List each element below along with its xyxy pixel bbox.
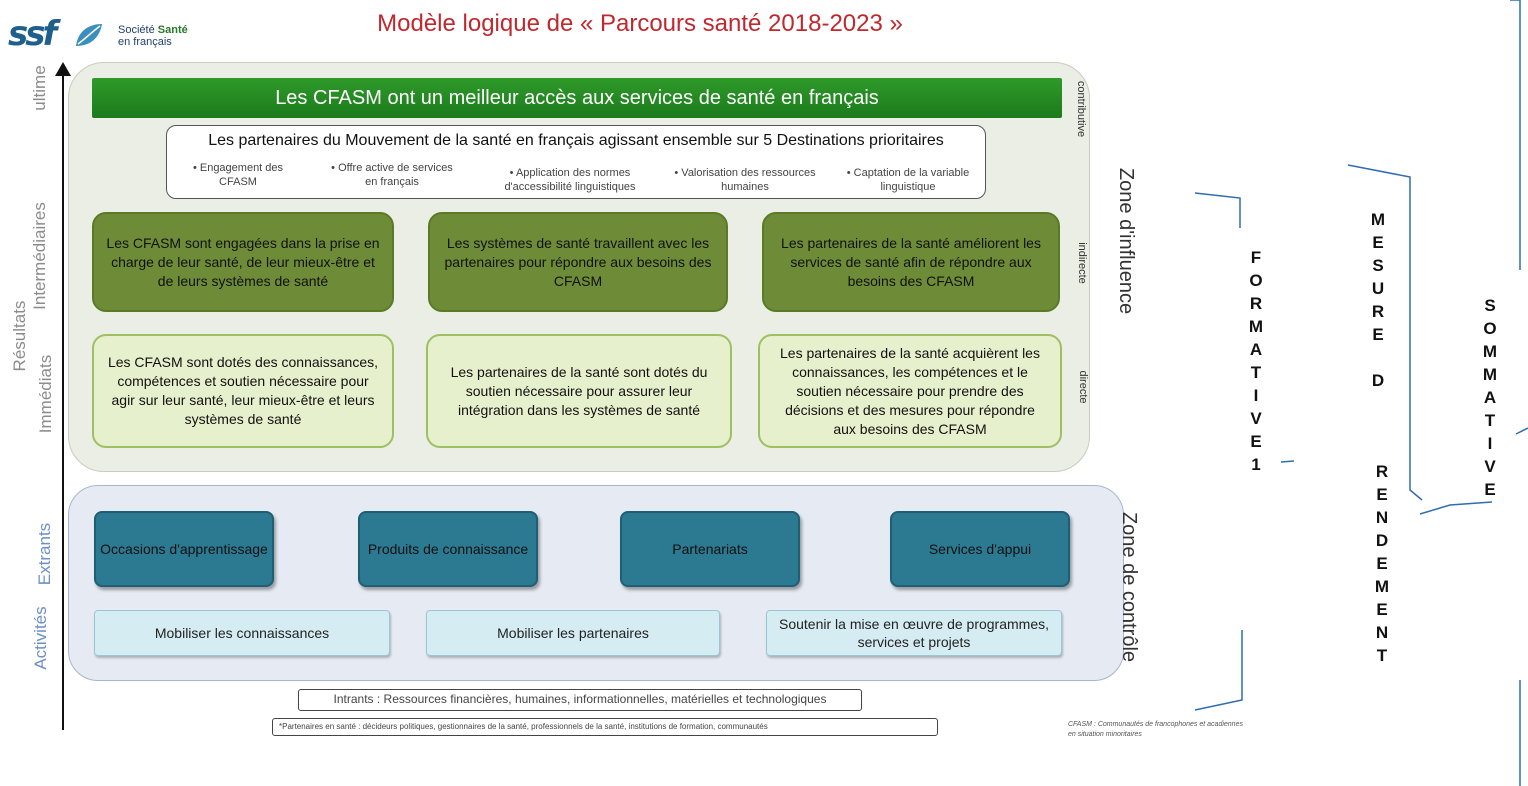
sommative-label: S O M M A T I V E: [1478, 294, 1502, 501]
immediate-outcome-box: Les partenaires de la santé sont dotés d…: [426, 334, 732, 448]
activity-box: Soutenir la mise en œuvre de programmes,…: [766, 610, 1062, 656]
annotation-letter: I: [1253, 386, 1259, 405]
annotation-letter: S: [1484, 296, 1496, 315]
annotation-letter: O: [1483, 319, 1497, 338]
annotation-letter: M: [1370, 210, 1386, 229]
annotation-letter: U: [1371, 279, 1385, 298]
output-box: Occasions d'apprentissage: [94, 511, 274, 587]
leaf-icon: [76, 24, 102, 46]
mesure-label: M E S U R E D: [1366, 208, 1390, 456]
annotation-letter: E: [1484, 480, 1496, 499]
annotation-letter: E: [1372, 325, 1384, 344]
annotation-letter: M: [1482, 365, 1498, 384]
annotation-letter: S: [1372, 256, 1384, 275]
destinations-box: Les partenaires du Mouvement de la santé…: [166, 125, 986, 199]
annotation-letter: A: [1249, 340, 1263, 359]
org-name-line1-bold: Santé: [157, 24, 188, 36]
vertical-axis: [62, 72, 64, 730]
annotation-letter: F: [1250, 248, 1262, 267]
intermediate-outcome-box: Les partenaires de la santé améliorent l…: [762, 212, 1060, 312]
annotation-letter: E: [1376, 600, 1388, 619]
annotation-letter: [1366, 346, 1390, 369]
annotation-letter: N: [1375, 508, 1389, 527]
org-name-line1: Société: [118, 24, 155, 36]
output-box: Produits de connaissance: [358, 511, 538, 587]
axis-arrow-icon: [55, 62, 71, 76]
destination-item: • Application des normes d'accessibilité…: [504, 167, 636, 193]
destination-item: • Captation de la variable linguistique: [846, 167, 970, 193]
activity-box: Mobiliser les partenaires: [426, 610, 720, 656]
annotation-letter: A: [1483, 388, 1497, 407]
annotation-letter: N: [1375, 623, 1389, 642]
annotation-letter: R: [1371, 302, 1385, 321]
annotation-letter: I: [1487, 434, 1493, 453]
partners-footnote: *Partenaires en santé : décideurs politi…: [272, 718, 938, 736]
annotation-letter: T: [1376, 646, 1388, 665]
destination-item: • Offre active de services en français: [331, 162, 453, 188]
destination-item: • Valorisation des ressources humaines: [674, 167, 816, 193]
annotation-letter: T: [1250, 363, 1262, 382]
intrants-box: Intrants : Ressources financières, humai…: [298, 689, 862, 711]
annotation-letter: M: [1374, 577, 1390, 596]
intermediate-outcome-box: Les systèmes de santé travaillent avec l…: [428, 212, 728, 312]
immediate-outcome-box: Les CFASM sont dotés des connaissances, …: [92, 334, 394, 448]
annotation-letter: D: [1371, 371, 1385, 390]
output-box: Services d'appui: [890, 511, 1070, 587]
cfasm-footnote: CFASM : Communautés de francophones et a…: [1068, 721, 1243, 738]
annotation-letter: E: [1372, 233, 1384, 252]
annotation-letter: E: [1376, 554, 1388, 573]
annotation-letter: E: [1250, 432, 1262, 451]
annotation-letter: R: [1249, 294, 1263, 313]
annotation-letter: E: [1376, 485, 1388, 504]
org-name-line2: en français: [118, 36, 172, 48]
formative-label: F O R M A T I V E 1: [1244, 246, 1268, 476]
intermediate-outcome-box: Les CFASM sont engagées dans la prise en…: [92, 212, 394, 312]
org-name: Société Santé en français: [118, 24, 188, 48]
annotation-letter: V: [1250, 409, 1262, 428]
ssf-logo-mark: ssf: [8, 14, 57, 54]
annotation-letter: R: [1375, 462, 1389, 481]
annotation-letter: M: [1248, 317, 1264, 336]
destinations-title: Les partenaires du Mouvement de la santé…: [208, 132, 944, 149]
page-title: Modèle logique de « Parcours santé 2018-…: [377, 10, 903, 37]
activity-box: Mobiliser les connaissances: [94, 610, 390, 656]
output-box: Partenariats: [620, 511, 800, 587]
rendement-label: R E N D E M E N T: [1370, 460, 1394, 786]
annotation-letter: T: [1484, 411, 1496, 430]
destination-item: • Engagement des CFASM: [192, 162, 284, 188]
annotation-letter: M: [1482, 342, 1498, 361]
annotation-letter: V: [1484, 457, 1496, 476]
annotation-letter: 1: [1251, 455, 1261, 474]
ultimate-outcome-banner: Les CFASM ont un meilleur accès aux serv…: [92, 78, 1062, 118]
annotation-letter: O: [1249, 271, 1263, 290]
immediate-outcome-box: Les partenaires de la santé acquièrent l…: [758, 334, 1062, 448]
annotation-letter: D: [1375, 531, 1389, 550]
